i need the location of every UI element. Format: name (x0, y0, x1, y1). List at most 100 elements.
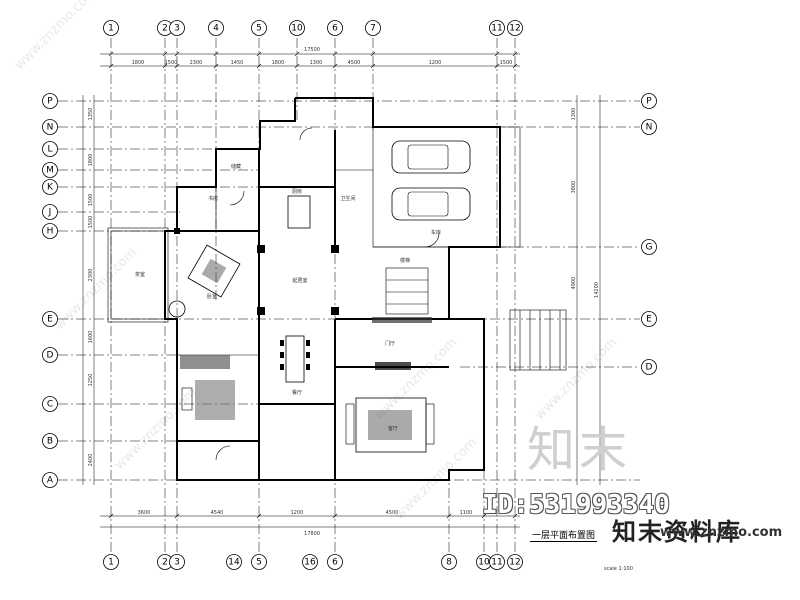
sofa-set-icon (345, 362, 435, 453)
axis-bubble-top-label: 7 (370, 24, 376, 34)
dimension-label: 1450 (231, 60, 244, 66)
axis-bubble-right-label: P (646, 97, 652, 107)
bed-icon (181, 380, 235, 420)
axis-bubble-left-label: H (47, 227, 54, 237)
axis-bubble-bottom: 10 (476, 554, 492, 570)
building-walls (107, 97, 567, 481)
room-label: 车库 (431, 229, 441, 236)
dimension-label: 1200 (429, 60, 442, 66)
plant-icon (168, 300, 186, 318)
plan-title: 一层平面布置图 (530, 528, 598, 542)
dimension-label: 4540 (211, 510, 224, 516)
dimension-label: 4500 (386, 510, 399, 516)
door-swing-icon (424, 232, 440, 248)
dimension-label: 3800 (571, 181, 577, 194)
axis-bubble-top: 3 (169, 20, 185, 36)
dimension-label: 1300 (571, 108, 577, 121)
dimension-label: 1500 (165, 60, 178, 66)
axis-bubble-right-label: G (646, 243, 653, 253)
cabinet-icon (180, 355, 230, 369)
axis-bubble-bottom-label: 6 (332, 558, 338, 568)
dimension-label: 2300 (190, 60, 203, 66)
axis-bubble-top: 1 (103, 20, 119, 36)
axis-bubble-left-label: A (47, 476, 54, 486)
dimension-label: 2400 (88, 454, 94, 467)
axis-bubble-right-label: N (646, 123, 653, 133)
axis-bubble-top-label: 5 (256, 24, 262, 34)
axis-bubble-left: H (42, 223, 58, 239)
watermark-id: ID:531993340 (482, 490, 670, 520)
kitchen-island-icon (287, 195, 311, 229)
axis-bubble-top: 7 (365, 20, 381, 36)
car-icon (391, 187, 471, 221)
room-label: 卧室 (207, 293, 217, 300)
tea-table-icon (187, 244, 241, 298)
axis-bubble-right-label: D (646, 363, 653, 373)
dimension-label: 1800 (272, 60, 285, 66)
dimension-lines (82, 53, 601, 528)
axis-bubble-bottom-label: 11 (491, 558, 502, 568)
room-label: 厨房 (292, 188, 302, 195)
axis-bubble-left: N (42, 119, 58, 135)
counter-icon (372, 317, 432, 323)
axis-bubble-top-label: 11 (491, 24, 502, 34)
watermark-diagonal: www.znzmo.com (12, 0, 100, 73)
axis-bubble-top: 2 (157, 20, 173, 36)
axis-bubble-bottom-label: 2 (162, 558, 168, 568)
dim-bottom-total: 17800 (304, 531, 320, 537)
axis-bubble-left-label: M (46, 166, 54, 176)
axis-bubble-left: E (42, 311, 58, 327)
axis-bubble-left: J (42, 204, 58, 220)
dining-table-icon (280, 335, 310, 383)
dimension-label: 1250 (88, 374, 94, 387)
dimension-label: 1300 (310, 60, 323, 66)
dimension-label: 2300 (88, 269, 94, 282)
watermark-diagonal: www.znzmo.com (112, 385, 200, 473)
room-label: 卫生间 (340, 195, 355, 202)
room-label: 起居室 (292, 277, 307, 284)
axis-bubble-left: P (42, 93, 58, 109)
axis-bubble-left: B (42, 433, 58, 449)
axis-bubble-bottom: 14 (226, 554, 242, 570)
dimension-label: 1350 (88, 108, 94, 121)
dimension-label: 1100 (460, 510, 473, 516)
axis-bubble-left-label: N (47, 123, 54, 133)
axis-bubble-bottom-label: 3 (174, 558, 180, 568)
axis-bubble-top: 4 (208, 20, 224, 36)
axis-bubble-left: A (42, 472, 58, 488)
plan-scale-note: scale 1:100 (604, 566, 633, 572)
dimension-label: 1500 (88, 194, 94, 207)
dimension-label: 14200 (594, 282, 600, 298)
watermark-brand: 知末资料库 (612, 518, 742, 546)
axis-bubble-top: 5 (251, 20, 267, 36)
dimension-label: 1500 (88, 216, 94, 229)
room-label: 书房 (208, 195, 218, 202)
axis-bubble-top-label: 10 (291, 24, 303, 34)
dimension-label: 1200 (291, 510, 304, 516)
watermark-logo: 知末 (527, 422, 632, 478)
axis-bubble-top: 10 (289, 20, 305, 36)
axis-bubble-left-label: J (48, 208, 52, 218)
axis-bubble-top: 11 (489, 20, 505, 36)
axis-bubble-bottom-label: 1 (108, 558, 114, 568)
axis-bubble-right: G (641, 239, 657, 255)
room-label: 储藏 (231, 163, 241, 170)
dimension-label: 1500 (500, 60, 513, 66)
axis-bubble-left-label: K (47, 183, 54, 193)
axis-bubble-bottom-label: 14 (228, 558, 240, 568)
door-swing-icon (229, 190, 245, 206)
watermark-diagonal: www.znzmo.com (372, 335, 460, 423)
axis-bubble-left-label: L (47, 145, 52, 155)
axis-bubble-left: K (42, 179, 58, 195)
axis-bubble-top-label: 3 (174, 24, 180, 34)
axis-bubble-top-label: 2 (162, 24, 168, 34)
